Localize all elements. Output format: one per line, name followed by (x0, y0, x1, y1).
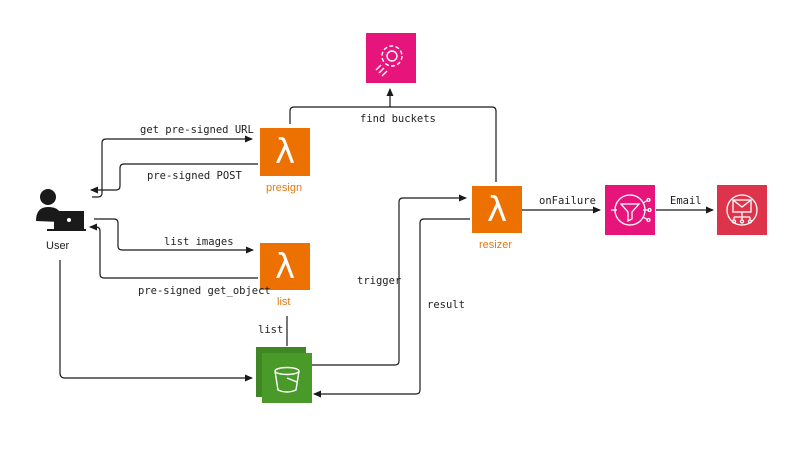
edge-presigned-post (90, 163, 258, 194)
email-notification-icon (726, 194, 758, 226)
edge-label-list-images: list images (164, 236, 234, 248)
edge-label-list: list (258, 324, 284, 336)
edge-label-presigned-post: pre-signed POST (147, 170, 242, 182)
edge-label-on-failure: onFailure (539, 195, 596, 207)
list-lambda-tile: λ (260, 243, 310, 290)
edge-label-trigger: trigger (357, 275, 402, 287)
edge-label-email: Email (670, 195, 702, 207)
lambda-icon: λ (487, 190, 507, 230)
edge-label-find-buckets: find buckets (360, 113, 436, 125)
list-label: list (277, 296, 291, 308)
event-filter-tile (605, 185, 655, 235)
edge-get-presigned-url (92, 135, 253, 198)
s3-bucket-tile (256, 347, 312, 403)
event-filter-icon (611, 194, 652, 226)
lambda-icon: λ (275, 132, 295, 172)
edge-presigned-get-object (89, 223, 258, 279)
s3-bucket-icon (274, 366, 300, 393)
lambda-icon: λ (275, 247, 295, 287)
edge-list-images (94, 218, 254, 254)
edge-user-to-bucket (59, 260, 253, 382)
presign-label: presign (266, 182, 303, 194)
edge-label-result: result (427, 299, 465, 311)
config-gear-tile (366, 33, 416, 83)
email-notification-tile (717, 185, 767, 235)
presign-lambda-tile: λ (260, 128, 310, 176)
resizer-label: resizer (479, 239, 513, 251)
edge-find-buckets (289, 89, 497, 182)
edge-label-presigned-get-object: pre-signed get_object (138, 285, 271, 297)
edge-result (313, 218, 470, 398)
user-label: User (46, 240, 70, 252)
config-gear-icon (375, 45, 403, 77)
edge-trigger (312, 194, 467, 366)
edge-label-get-presigned-url: get pre-signed URL (140, 124, 254, 136)
user-laptop-icon (36, 189, 86, 231)
resizer-lambda-tile: λ (472, 186, 522, 233)
